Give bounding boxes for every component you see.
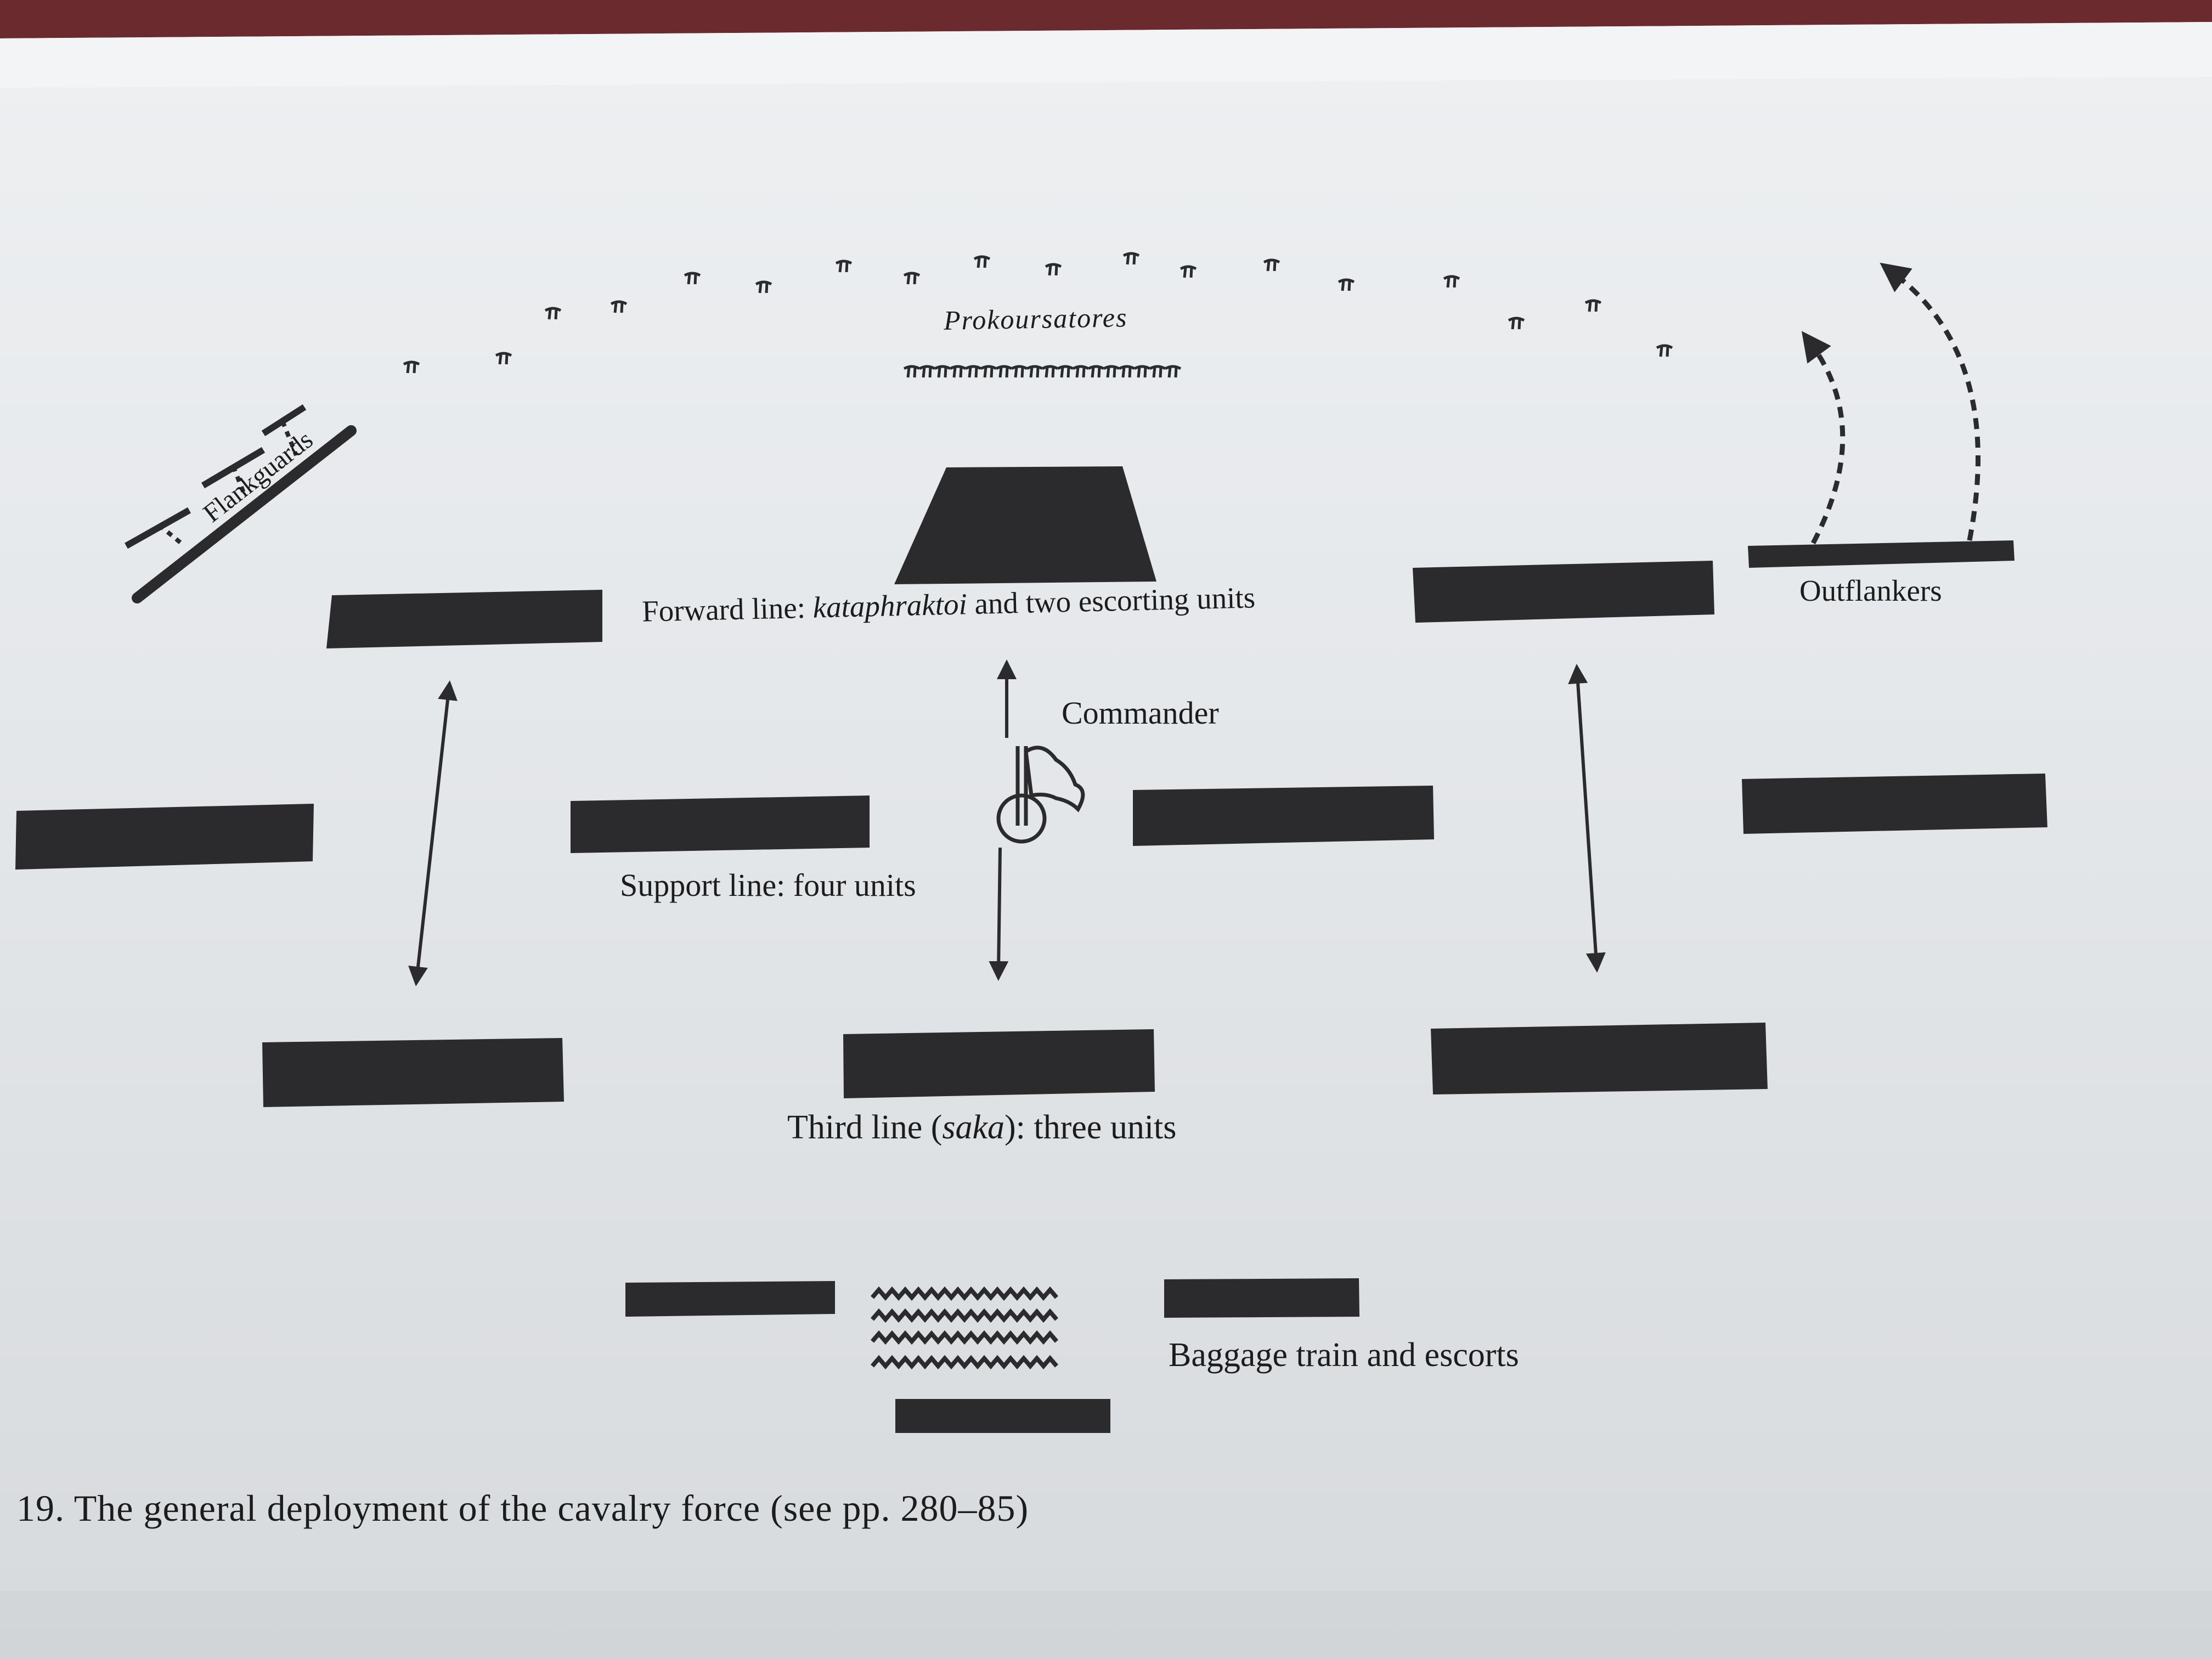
forward-escort-left — [326, 590, 602, 648]
support-line-label: Support line: four units — [620, 867, 916, 903]
baggage-train — [870, 1286, 1059, 1370]
support-unit-4 — [1742, 774, 2047, 834]
support-unit-1 — [15, 804, 314, 870]
movement-arrow-center-lower — [989, 847, 1009, 981]
baggage-escort-bottom — [895, 1399, 1110, 1433]
figure-caption: 19. The general deployment of the cavalr… — [16, 1487, 1029, 1529]
flankguards-group — [125, 404, 357, 603]
movement-arrow-left — [408, 680, 458, 986]
third-line-label-prefix: Third line ( — [787, 1109, 943, 1146]
forward-line-label-italic: kataphraktoi — [812, 587, 968, 624]
third-line-unit-2 — [843, 1029, 1155, 1098]
third-line-unit-3 — [1431, 1023, 1768, 1094]
commander-label: Commander — [1062, 695, 1219, 731]
outflankers-unit — [1748, 540, 2015, 568]
baggage-escort-left — [625, 1281, 835, 1317]
forward-escort-right — [1413, 561, 1714, 623]
third-line-label-suffix: ): three units — [1005, 1109, 1177, 1146]
forward-line-label-suffix: and two escorting units — [966, 580, 1256, 621]
third-line-unit-1 — [262, 1038, 564, 1107]
third-line-label-italic: saka — [942, 1109, 1005, 1146]
kataphraktoi-unit — [894, 466, 1156, 584]
outflank-arrow-left — [1801, 331, 1846, 545]
forward-line-label-prefix: Forward line: — [641, 590, 814, 628]
support-unit-2 — [571, 795, 870, 853]
page-shadow — [0, 1591, 2212, 1659]
outflankers-label: Outflankers — [1799, 574, 1942, 607]
third-line-label: Third line (saka): three units — [787, 1108, 1176, 1147]
page-top-edge — [0, 22, 2212, 88]
baggage-escort-right — [1164, 1278, 1359, 1318]
prokoursatores-label: Prokoursatores — [943, 302, 1128, 336]
commander-standard-icon — [996, 746, 1085, 844]
movement-arrow-right — [1568, 664, 1606, 973]
book-cover-edge — [0, 0, 2212, 38]
baggage-label: Baggage train and escorts — [1169, 1336, 1519, 1374]
support-unit-3 — [1133, 786, 1434, 846]
